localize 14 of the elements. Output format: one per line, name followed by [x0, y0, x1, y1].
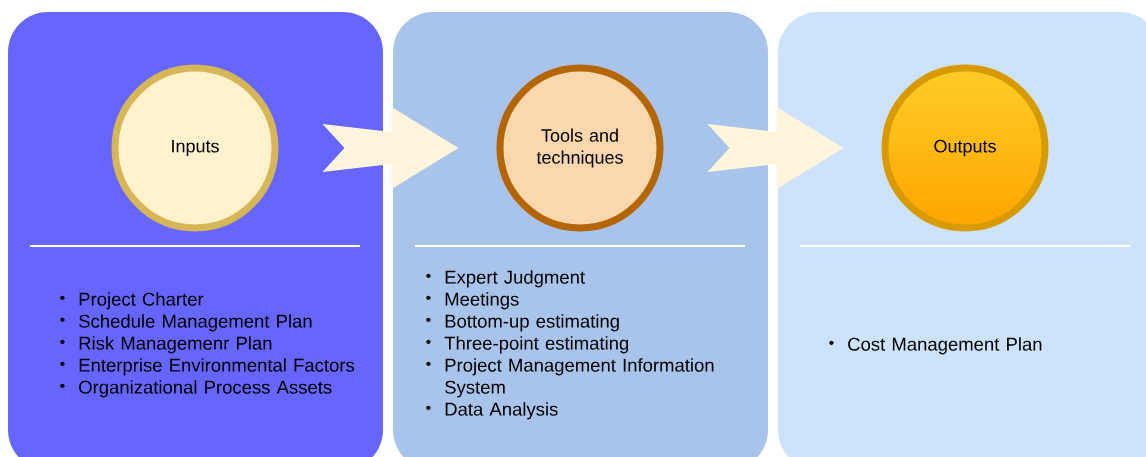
list-item: Cost Management Plan	[829, 337, 1042, 355]
list-item: Organizational Process Assets	[60, 380, 332, 398]
list-item: Meetings	[426, 292, 519, 310]
chevron-arrow	[707, 107, 844, 189]
list-item: Data Analysis	[426, 402, 558, 420]
list-item: Enterprise Environmental Factors	[60, 358, 355, 376]
list-item: Project Charter	[60, 292, 204, 310]
chevron-arrow	[322, 107, 459, 189]
list-item: Three-point estimating	[426, 336, 629, 354]
list-item: Risk Managemenr Plan	[60, 336, 272, 354]
list-item: Schedule Management Plan	[60, 314, 312, 332]
list-item: Project Management Information System	[426, 358, 714, 398]
list-item: Bottom-up estimating	[426, 314, 619, 332]
list-item: Expert Judgment	[426, 270, 585, 288]
